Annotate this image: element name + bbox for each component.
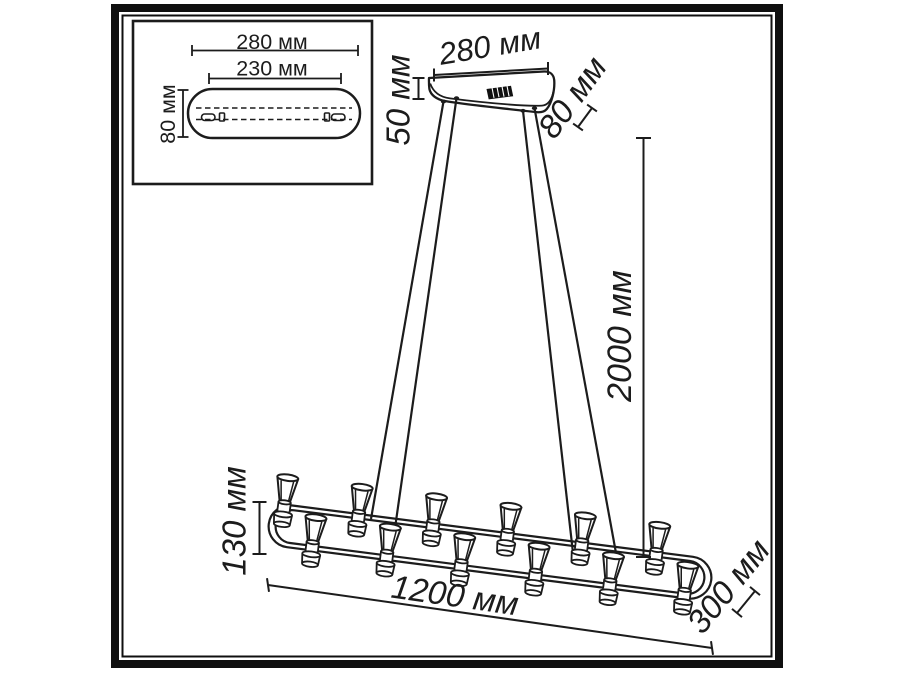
inset-depth-label: 80 мм <box>156 84 180 143</box>
drop-finial <box>597 587 620 607</box>
inset-width-dimension <box>191 45 359 56</box>
drop-finial <box>494 538 517 558</box>
mount-hole-right <box>323 112 331 122</box>
mount-slot-left <box>200 113 216 122</box>
drop-finial <box>643 557 666 577</box>
canopy-height-dimension <box>412 77 425 100</box>
cable-rear-right <box>521 110 575 554</box>
ring-outer-edge <box>267 504 713 600</box>
suspension-cables <box>369 98 618 554</box>
drop-finial <box>420 528 443 549</box>
cable-front-left <box>390 98 458 550</box>
candle-lamp <box>271 472 300 516</box>
drop-finial <box>299 549 322 569</box>
cable-gland-ridges <box>491 85 510 98</box>
fixture-depth-label: 300 мм <box>679 532 777 640</box>
drop-finial <box>346 519 368 539</box>
mount-slot-right <box>330 113 346 122</box>
suspension-length-label: 2000 мм <box>601 270 639 403</box>
page-frame <box>111 4 783 668</box>
canopy-underside-rim <box>429 83 555 107</box>
canopy-depth-dimension <box>572 103 598 132</box>
fixture-length-label: 1200 мм <box>389 568 521 623</box>
inset-depth-dimension <box>177 89 189 138</box>
canopy-width-dimension <box>433 62 549 82</box>
inset-mount-width-dimension <box>208 73 342 84</box>
cable-rear-left <box>369 101 445 520</box>
drop-finial <box>523 578 545 598</box>
canopy-mount-slots <box>200 112 346 122</box>
mount-hole-left <box>218 112 226 122</box>
fixture-length-dimension <box>266 578 714 655</box>
candle-lamp <box>672 559 700 603</box>
inset-width-label: 280 мм <box>236 30 307 54</box>
cable-front-right <box>533 108 618 554</box>
canopy-plate-outline <box>186 87 362 140</box>
ceiling-canopy <box>427 70 556 114</box>
canopy-top-view-inset: 280 мм 230 мм 80 мм <box>131 19 374 186</box>
inset-mount-width-label: 230 мм <box>236 57 307 81</box>
fixture-depth-dimension <box>731 586 761 618</box>
canopy-height-label: 50 мм <box>380 54 417 145</box>
canopy-width-label: 280 мм <box>435 20 543 72</box>
drop-finial <box>271 509 294 529</box>
canopy-plate-hidden-edges <box>196 107 352 121</box>
fixture-height-dimension <box>252 501 267 555</box>
fixture-height-label: 130 мм <box>216 466 253 575</box>
ring-fixture <box>267 472 713 617</box>
suspension-length-dimension <box>636 137 651 558</box>
drop-finial <box>374 559 396 579</box>
drop-finial <box>569 547 591 568</box>
